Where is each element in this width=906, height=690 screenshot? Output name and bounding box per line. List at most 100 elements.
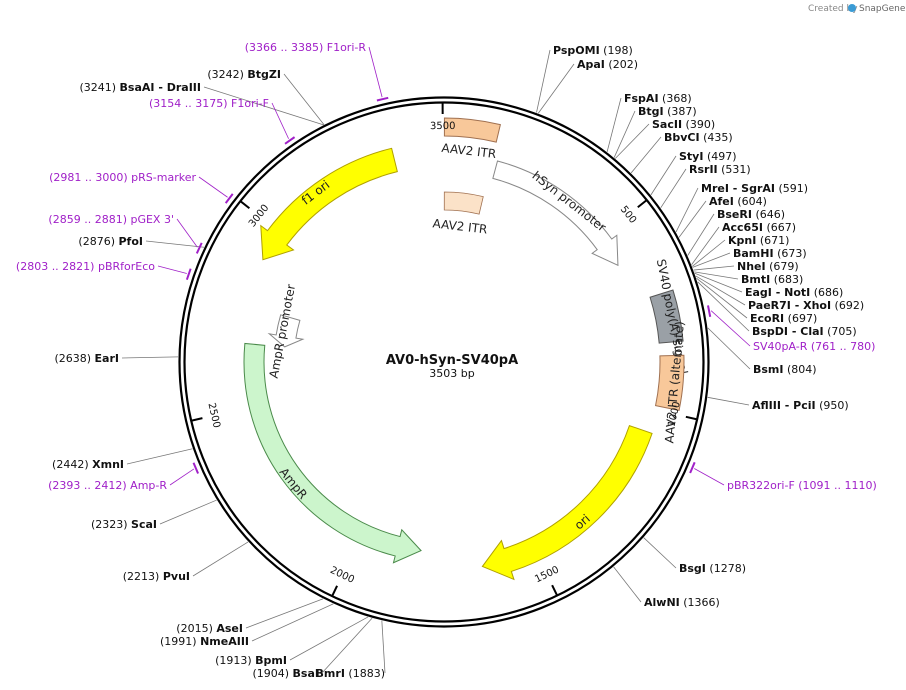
site-apai[interactable]: ApaI (202)	[537, 58, 638, 114]
site-bamhi[interactable]: BamHI (673)	[692, 247, 807, 268]
feature-ori[interactable]	[481, 424, 653, 581]
site-name: PaeR7I	[748, 299, 791, 312]
site-label: BseRI (646)	[717, 208, 785, 221]
primer-pbr322ori-f[interactable]: pBR322ori-F (1091 .. 1110)	[689, 461, 877, 492]
site-leader-line	[251, 603, 334, 642]
site-sacii[interactable]: SacII (390)	[614, 118, 715, 159]
feature-ampr-promoter[interactable]	[267, 314, 305, 348]
tick-mark	[685, 415, 697, 421]
primer-leader-line	[710, 310, 751, 347]
site-bbvci[interactable]: BbvCI (435)	[630, 131, 733, 174]
site-position: (683)	[770, 273, 803, 286]
site-bmri[interactable]: BmrI (1883)	[316, 620, 386, 680]
site-bpmi[interactable]: (1913) BpmI	[215, 616, 369, 667]
feature-f1-ori[interactable]	[260, 147, 398, 261]
site-leader-line	[145, 240, 205, 248]
site-pvui[interactable]: (2213) PvuI	[123, 541, 249, 583]
backbone	[178, 96, 710, 628]
site-name-2: - PciI	[781, 399, 816, 412]
site-name: NmeAIII	[200, 635, 249, 648]
site-label: BmtI (683)	[741, 273, 803, 286]
site-label: (2015) AseI	[176, 622, 243, 635]
feature-aav2-itr-inner[interactable]	[443, 191, 484, 215]
site-name: BsaAI	[120, 81, 155, 94]
site-alwni[interactable]: AlwNI (1366)	[613, 566, 720, 609]
feature-sv40-poly-a-signal[interactable]	[649, 289, 684, 344]
site-position: (1904)	[252, 667, 292, 680]
site-rsrii[interactable]: RsrII (531)	[660, 163, 751, 209]
site-pfoi[interactable]: (2876) PfoI	[78, 235, 205, 248]
site-afei[interactable]: AfeI (604)	[678, 195, 767, 238]
site-xmni[interactable]: (2442) XmnI	[52, 448, 193, 471]
primer-pgex-3[interactable]: (2859 .. 2881) pGEX 3'	[48, 213, 203, 254]
site-name: EagI	[745, 286, 772, 299]
primer-leader-line	[169, 468, 195, 486]
site-pspomi[interactable]: PspOMI (198)	[536, 44, 633, 113]
site-asei[interactable]: (2015) AseI	[176, 598, 324, 635]
site-name: BsgI	[679, 562, 706, 575]
site-leader-line	[121, 356, 179, 359]
site-position: (679)	[766, 260, 799, 273]
site-leader-line	[707, 327, 751, 370]
feature-hsyn-promoter[interactable]	[492, 160, 619, 267]
backbone-inner-strand	[183, 101, 705, 623]
site-eagi[interactable]: EagI - NotI (686)	[694, 272, 844, 299]
credit-text: Created by	[808, 4, 858, 14]
site-position: (387)	[664, 105, 697, 118]
site-leader-line	[613, 110, 636, 158]
feature-ampr[interactable]	[243, 342, 422, 564]
site-ecori[interactable]: EcoRI (697)	[696, 277, 817, 325]
site-bmti[interactable]: BmtI (683)	[694, 271, 803, 286]
primer-mark	[707, 305, 712, 318]
site-name: RsrII	[689, 163, 718, 176]
primer-prs-marker[interactable]: (2981 .. 3000) pRS-marker	[49, 171, 234, 204]
credit-brand: SnapGene	[859, 4, 906, 14]
primer-mark	[284, 136, 296, 145]
site-afliii[interactable]: AflIII - PciI (950)	[707, 396, 849, 412]
site-name: Acc65I	[722, 221, 763, 234]
tick-mark	[191, 417, 203, 422]
site-position: (368)	[659, 92, 692, 105]
site-nhei[interactable]: NheI (679)	[693, 260, 799, 273]
primer-f1ori-r[interactable]: (3366 .. 3385) F1ori-R	[245, 41, 389, 102]
primer-label: (2859 .. 2881) pGEX 3'	[48, 213, 174, 226]
site-btgi[interactable]: BtgI (387)	[613, 105, 697, 158]
primer-pbrforeco[interactable]: (2803 .. 2821) pBRforEco	[16, 260, 192, 280]
site-bsaai[interactable]: (3241) BsaAI - DraIII	[79, 81, 324, 126]
site-paer7i[interactable]: PaeR7I - XhoI (692)	[695, 275, 864, 312]
site-label: (1904) BsaI	[252, 667, 319, 680]
primer-label: (2981 .. 3000) pRS-marker	[49, 171, 196, 184]
site-acc65i[interactable]: Acc65I (667)	[691, 221, 796, 265]
site-styi[interactable]: StyI (497)	[650, 150, 737, 196]
site-mrei[interactable]: MreI - SgrAI (591)	[675, 182, 808, 233]
site-label: BamHI (673)	[733, 247, 807, 260]
site-position: (2876)	[78, 235, 118, 248]
site-bsai[interactable]: (1904) BsaI	[252, 617, 373, 680]
primer-f1ori-f[interactable]: (3154 .. 3175) F1ori-F	[149, 97, 296, 145]
site-leader-line	[691, 226, 720, 265]
feature-aav2-itr-alternate[interactable]	[654, 354, 685, 412]
site-name: MreI	[701, 182, 729, 195]
site-nmeaiii[interactable]: (1991) NmeAIII	[160, 603, 334, 648]
feature-aav2-itr[interactable]	[443, 117, 501, 143]
site-bsmi[interactable]: BsmI (804)	[707, 327, 817, 376]
tick-label: 2500	[205, 402, 221, 429]
site-bseri[interactable]: BseRI (646)	[687, 208, 785, 256]
site-name: BamHI	[733, 247, 774, 260]
site-leader-line	[643, 537, 677, 569]
site-name: BbvCI	[664, 131, 700, 144]
site-position: (497)	[703, 150, 736, 163]
site-name: ScaI	[131, 518, 157, 531]
site-bspdi[interactable]: BspDI - ClaI (705)	[697, 281, 857, 338]
site-btgzi[interactable]: (3242) BtgZI	[207, 68, 325, 125]
site-position: (646)	[752, 208, 785, 221]
primer-sv40pa-r[interactable]: SV40pA-R (761 .. 780)	[707, 305, 875, 353]
site-kpni[interactable]: KpnI (671)	[692, 234, 789, 267]
primer-mark	[185, 268, 192, 280]
site-position: (692)	[831, 299, 864, 312]
primer-amp-r[interactable]: (2393 .. 2412) Amp-R	[48, 462, 199, 492]
site-bsgi[interactable]: BsgI (1278)	[643, 537, 746, 575]
site-scai[interactable]: (2323) ScaI	[91, 499, 217, 531]
site-fspai[interactable]: FspAI (368)	[606, 92, 692, 152]
site-eari[interactable]: (2638) EarI	[54, 352, 179, 365]
